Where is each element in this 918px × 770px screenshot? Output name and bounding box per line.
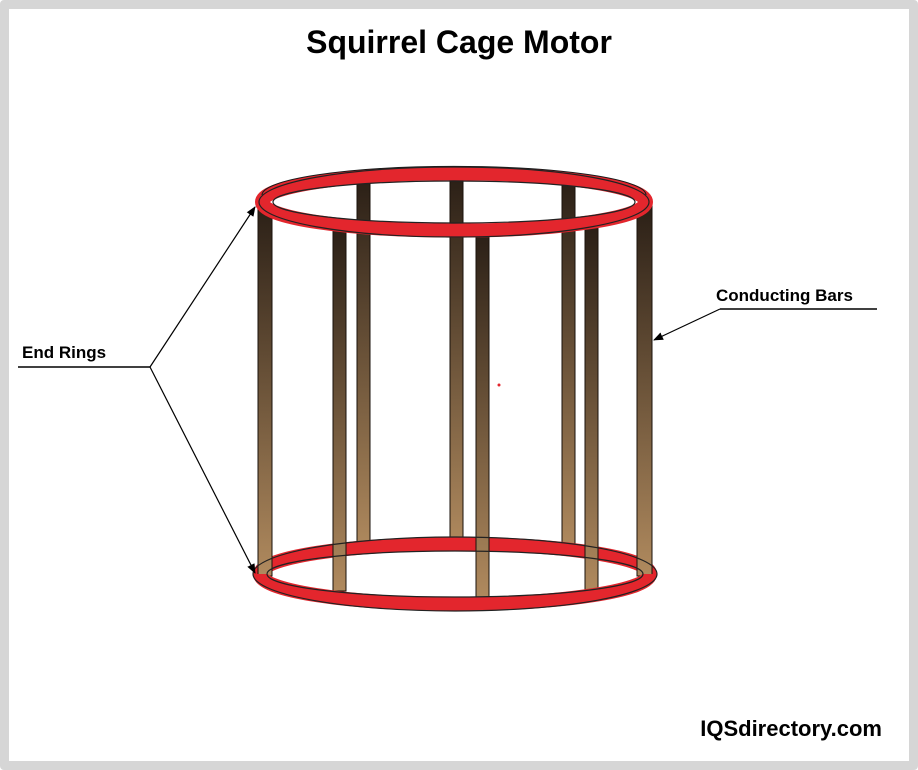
conducting-bar xyxy=(561,179,576,551)
source-watermark: IQSdirectory.com xyxy=(700,716,882,741)
top-end-ring-front xyxy=(255,200,653,238)
center-dot xyxy=(497,383,501,387)
bottom-end-ring-back xyxy=(253,537,657,576)
bottom-end-ring-front xyxy=(253,572,657,611)
conducting-bar xyxy=(636,203,653,577)
top-end-ring-back xyxy=(255,166,653,204)
conducting-bar xyxy=(257,203,273,577)
conducting-bars-label: Conducting Bars xyxy=(716,286,853,305)
conducting-bar xyxy=(332,225,347,592)
diagram-title: Squirrel Cage Motor xyxy=(306,24,612,60)
conducting-bar xyxy=(475,231,490,599)
end-rings-leader xyxy=(18,206,256,574)
conducting-bar xyxy=(584,225,599,593)
front-bars xyxy=(257,203,653,599)
end-rings-label: End Rings xyxy=(22,343,107,362)
conducting-bars-leader xyxy=(653,308,877,341)
